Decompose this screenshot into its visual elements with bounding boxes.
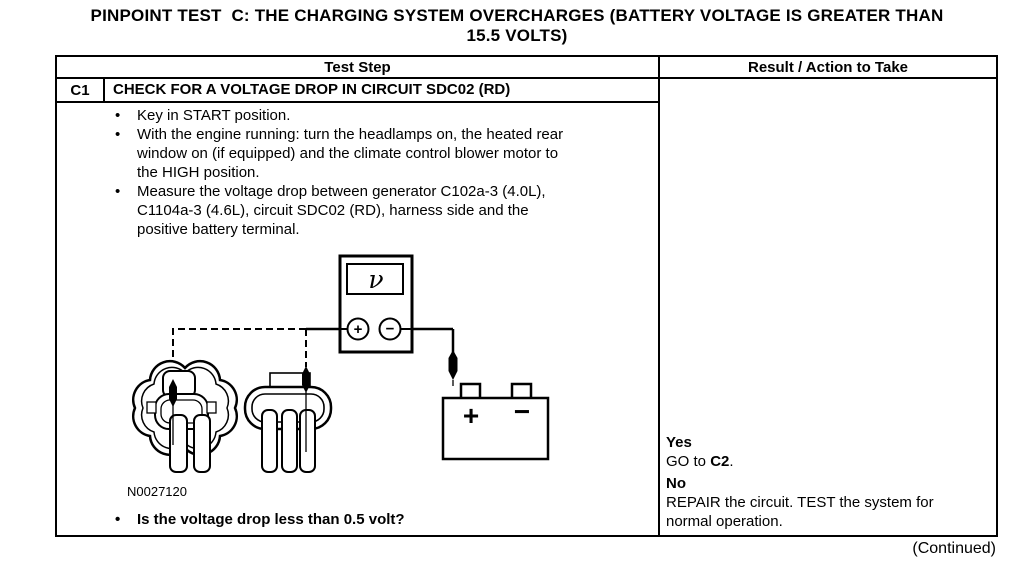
meter-minus-sign: −: [386, 321, 395, 338]
instruction-text: With the engine running: turn the headla…: [137, 126, 564, 181]
meter-negative-terminal: [378, 317, 402, 341]
list-item: • Key in START position.: [115, 106, 650, 125]
test-probe-icon: [302, 366, 310, 393]
bullet-icon: •: [115, 511, 121, 528]
bullet-icon: •: [115, 183, 121, 200]
yes-label: Yes: [666, 434, 692, 451]
voltage-drop-test-diagram: ν + −: [131, 254, 550, 473]
generator-connector-3pin: [243, 366, 333, 473]
result-actions: Yes GO to C2. No REPAIR the circuit. TES…: [666, 433, 992, 531]
battery-minus-sign: −: [514, 396, 530, 427]
connector-wire: [281, 409, 298, 473]
column-header-result-action: Result / Action to Take: [747, 58, 909, 76]
instruction-text: Measure the voltage drop between generat…: [137, 183, 546, 238]
step-content-cell: • Key in START position. • With the engi…: [57, 103, 658, 535]
pinpoint-test-table: Test Step Result / Action to Take C1 CHE…: [55, 55, 998, 537]
bullet-icon: •: [115, 126, 121, 143]
yes-action-suffix: .: [729, 453, 734, 470]
step-question: • Is the voltage drop less than 0.5 volt…: [115, 510, 405, 530]
instruction-list: • Key in START position. • With the engi…: [115, 106, 650, 239]
step-id: C1: [57, 79, 105, 101]
meter-plus-sign: +: [354, 321, 363, 338]
connector-wire: [169, 414, 188, 473]
battery: + −: [441, 382, 550, 461]
battery-body: [441, 396, 550, 461]
question-text: Is the voltage drop less than 0.5 volt?: [137, 511, 405, 528]
result-action-column: Yes GO to C2. No REPAIR the circuit. TES…: [660, 79, 996, 535]
meter-positive-terminal: [346, 317, 370, 341]
test-probe-icon: [169, 379, 177, 407]
test-probe-icon: [448, 350, 458, 380]
connector-wire: [299, 409, 316, 473]
voltmeter-display-symbol: ν: [368, 265, 383, 294]
yes-action-prefix: GO to: [666, 453, 711, 470]
bullet-icon: •: [115, 107, 121, 124]
instruction-text: Key in START position.: [137, 107, 291, 124]
connector-wire: [261, 409, 278, 473]
table-header-row: Test Step Result / Action to Take: [57, 57, 996, 79]
page-title: PINPOINT TEST C: THE CHARGING SYSTEM OVE…: [90, 6, 944, 45]
voltmeter-display: [346, 263, 404, 295]
list-item: • Measure the voltage drop between gener…: [115, 182, 650, 239]
table-body-row: C1 CHECK FOR A VOLTAGE DROP IN CIRCUIT S…: [57, 79, 996, 535]
list-item: • With the engine running: turn the head…: [115, 125, 650, 182]
connector-side-notch: [206, 401, 217, 414]
step-title: CHECK FOR A VOLTAGE DROP IN CIRCUIT SDC0…: [113, 81, 511, 98]
yes-action: GO to C2.: [666, 452, 992, 471]
step-header-row: C1 CHECK FOR A VOLTAGE DROP IN CIRCUIT S…: [57, 79, 658, 103]
generator-connector-round: [131, 359, 239, 473]
connector-wire: [193, 414, 211, 473]
voltmeter: ν + −: [338, 254, 414, 354]
yes-target-step: C2: [710, 453, 730, 470]
continued-note: (Continued): [912, 540, 996, 557]
battery-plus-sign: +: [463, 400, 479, 431]
test-step-column: C1 CHECK FOR A VOLTAGE DROP IN CIRCUIT S…: [57, 79, 660, 535]
no-label: No: [666, 475, 686, 492]
no-action: REPAIR the circuit. TEST the system for …: [666, 494, 934, 530]
connector-side-notch: [146, 401, 157, 414]
column-header-test-step: Test Step: [57, 57, 660, 77]
figure-number: N0027120: [127, 484, 187, 499]
